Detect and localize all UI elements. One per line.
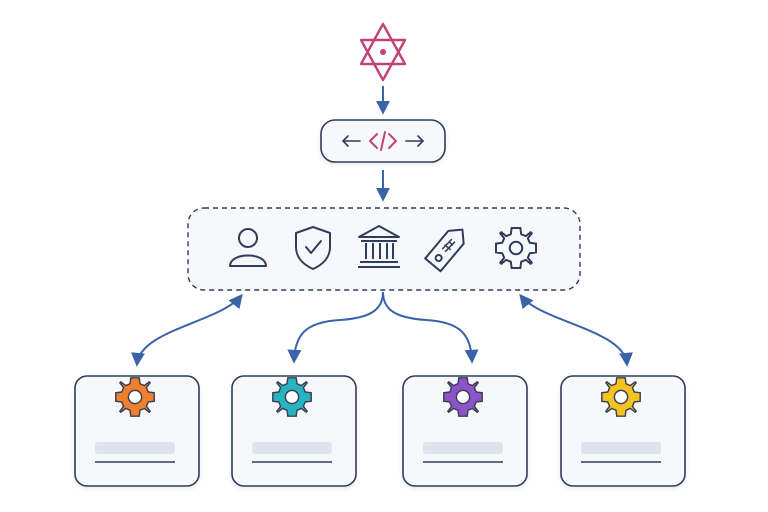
shield-check-icon[interactable]	[295, 226, 331, 270]
module-card[interactable]	[402, 375, 528, 487]
card-frame	[74, 375, 200, 487]
arrow-panel-to-card2	[287, 291, 384, 364]
gear-icon	[443, 377, 483, 417]
gateway-node[interactable]	[320, 119, 446, 163]
placeholder-text-bar	[252, 442, 332, 454]
code-tag-icon	[369, 131, 397, 151]
card-frame	[560, 375, 686, 487]
bank-icon[interactable]	[358, 225, 400, 268]
gear-icon	[601, 377, 641, 417]
react-atom-icon	[359, 22, 407, 82]
gear-icon	[115, 377, 155, 417]
arrow-panel-to-card3	[382, 291, 479, 364]
placeholder-text-bar	[423, 442, 503, 454]
arrow-card4-to-panel	[519, 293, 633, 367]
user-icon[interactable]	[229, 228, 267, 267]
left-right-arrows	[341, 135, 425, 147]
gear-icon[interactable]	[495, 227, 537, 269]
placeholder-text-bar	[95, 442, 175, 454]
card-frame	[231, 375, 357, 487]
module-card[interactable]	[74, 375, 200, 487]
price-tag-icon[interactable]	[424, 223, 470, 273]
service-panel	[187, 207, 581, 291]
connectors	[131, 291, 633, 367]
arrow-card1-to-panel	[131, 293, 243, 367]
card-frame	[402, 375, 528, 487]
cards	[74, 375, 686, 487]
gear-icon	[272, 377, 312, 417]
module-card[interactable]	[231, 375, 357, 487]
placeholder-text-bar	[581, 442, 661, 454]
module-card[interactable]	[560, 375, 686, 487]
